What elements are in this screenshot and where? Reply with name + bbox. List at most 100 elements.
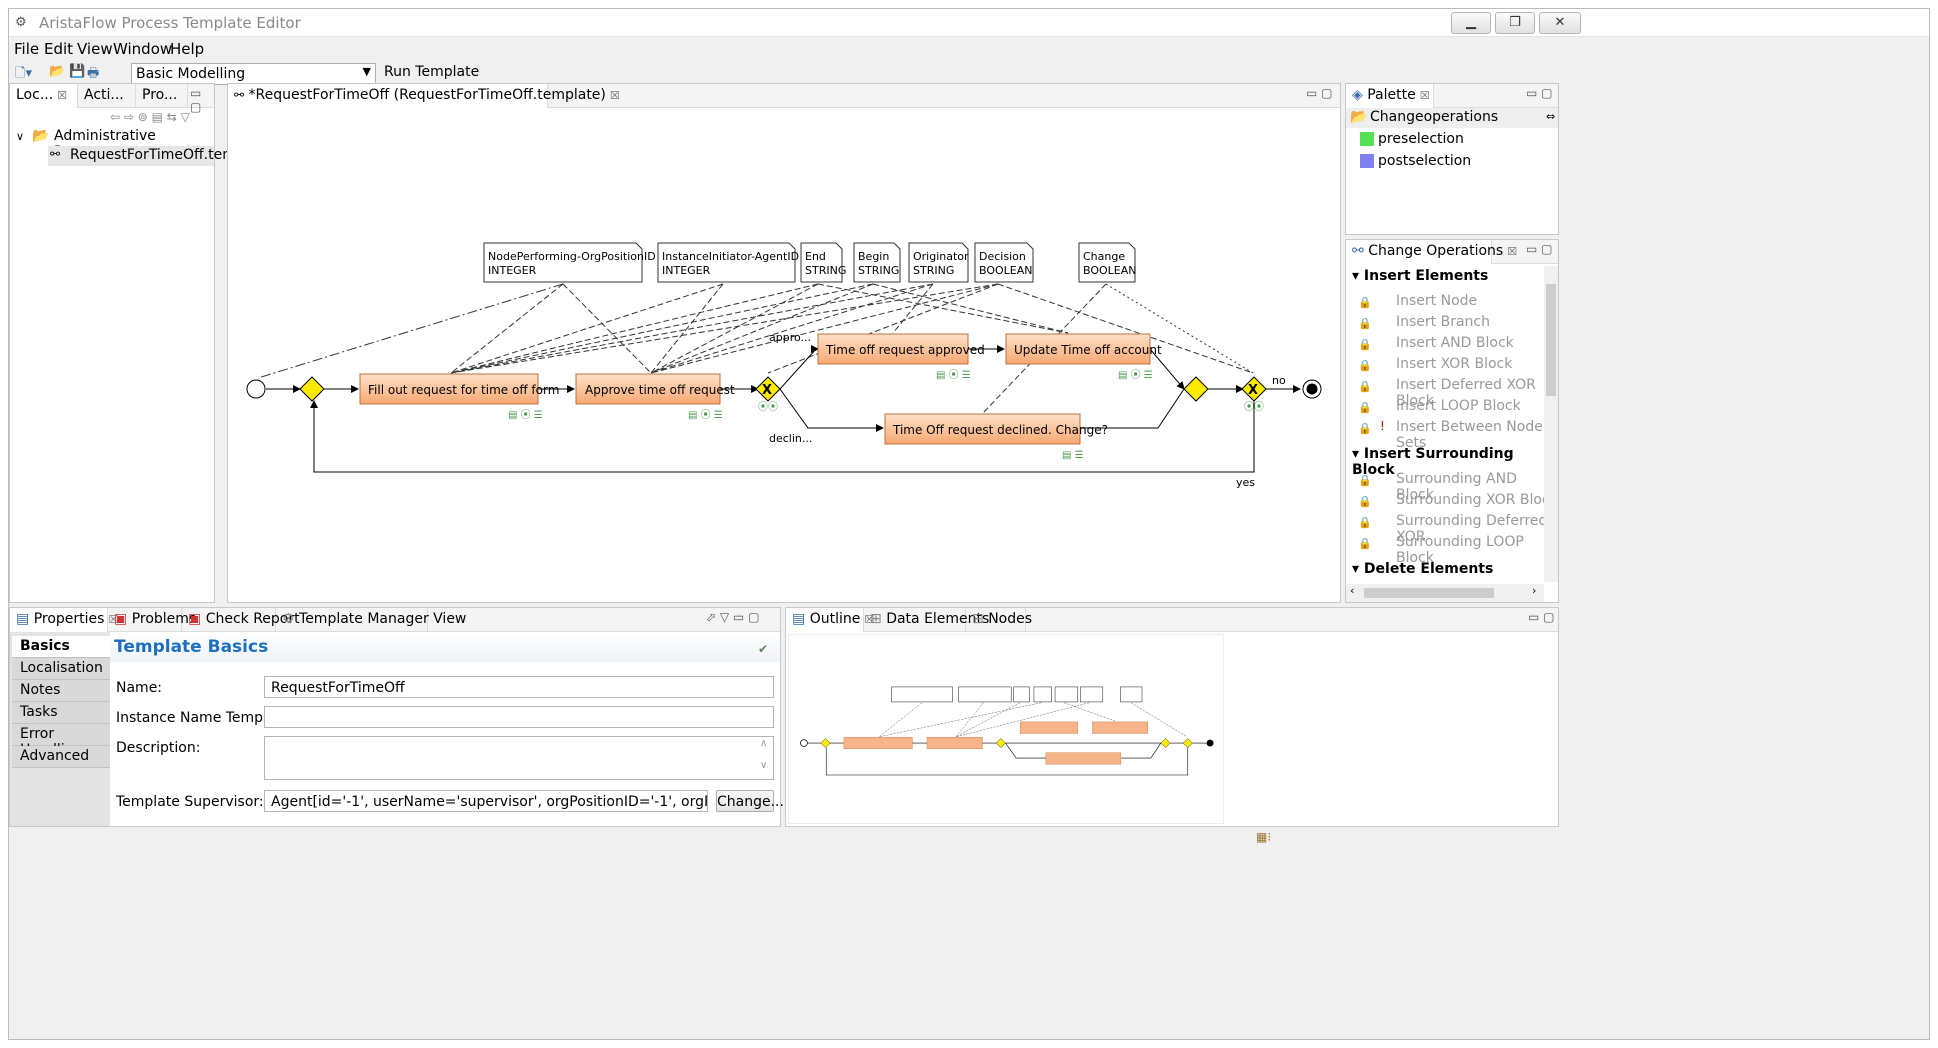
open-folder-icon[interactable]: 📂 bbox=[49, 64, 66, 79]
tree-item-selected[interactable] bbox=[48, 146, 214, 166]
tree-expander-icon[interactable]: ∨ bbox=[16, 130, 25, 143]
tab-activities[interactable]: Acti... bbox=[78, 84, 136, 108]
description-field[interactable] bbox=[264, 736, 774, 780]
tab-nodes[interactable]: ⊟ Nodes bbox=[966, 608, 1032, 632]
menu-file[interactable]: File bbox=[14, 40, 40, 58]
lock-icon: 🔒 bbox=[1358, 359, 1372, 372]
change-op-insert-deferred-xor[interactable]: Insert Deferred XOR Block bbox=[1396, 377, 1536, 409]
palette-item-preselection[interactable]: preselection bbox=[1378, 131, 1464, 147]
change-op-surrounding-loop[interactable]: Surrounding LOOP Block bbox=[1396, 534, 1524, 566]
minimize-button[interactable]: ▁ bbox=[1451, 12, 1491, 34]
change-supervisor-button[interactable]: Change... bbox=[716, 790, 784, 812]
sidetab-tasks[interactable]: Tasks bbox=[12, 702, 110, 724]
tab-outline[interactable]: ▤ Outline☒ bbox=[786, 608, 874, 632]
section-insert-surrounding[interactable]: ▾ Insert Surrounding Block bbox=[1352, 446, 1514, 478]
lock-icon: 🔒 bbox=[1358, 380, 1372, 393]
sidetab-basics[interactable]: Basics bbox=[12, 636, 110, 658]
minimize-icon[interactable]: ▭ ▢ bbox=[1526, 242, 1553, 256]
sidetab-error-handling[interactable]: Error Handling bbox=[12, 724, 110, 758]
nav-buttons[interactable]: ⇦ ⇨ ⊚ ▤ ⇆ ▽ bbox=[110, 110, 190, 124]
restore-button[interactable]: ❐ bbox=[1495, 12, 1535, 34]
tab-processes[interactable]: Pro... bbox=[136, 84, 188, 108]
close-button[interactable]: ✕ bbox=[1539, 12, 1581, 34]
tab-editor[interactable]: ⚯ *RequestForTimeOff (RequestForTimeOff.… bbox=[228, 84, 620, 108]
menu-edit[interactable]: Edit bbox=[44, 40, 74, 58]
change-op-insert-and-block[interactable]: Insert AND Block bbox=[1396, 335, 1514, 351]
change-op-surrounding-and[interactable]: Surrounding AND Block bbox=[1396, 471, 1517, 503]
sidetab-advanced[interactable]: Advanced bbox=[12, 746, 110, 768]
tab-palette[interactable]: ◈ Palette☒ bbox=[1346, 84, 1434, 108]
tab-change-operations[interactable]: ⚯ Change Operations☒ bbox=[1346, 240, 1517, 264]
xor-join-gateway[interactable] bbox=[1183, 376, 1209, 402]
menu-bar: File Edit View Window Help bbox=[9, 37, 1929, 61]
minimize-icon[interactable]: ▭ ▢ bbox=[1306, 86, 1333, 100]
postselection-swatch bbox=[1360, 154, 1374, 168]
outline-panel: ▤ Outline☒ ⊞ Data Elements ⊟ Nodes ▭ ▢ bbox=[785, 607, 1559, 827]
save-icon[interactable]: 💾 bbox=[69, 64, 86, 79]
change-op-insert-branch[interactable]: Insert Branch bbox=[1396, 314, 1490, 330]
start-node[interactable] bbox=[246, 379, 266, 399]
preselection-swatch bbox=[1360, 132, 1374, 146]
tab-data-elements[interactable]: ⊞ Data Elements bbox=[864, 608, 989, 632]
change-op-insert-loop-block[interactable]: Insert LOOP Block bbox=[1396, 398, 1521, 414]
perspective-select[interactable]: Basic Modelling▼ bbox=[131, 63, 376, 85]
change-op-surrounding-xor[interactable]: Surrounding XOR Block bbox=[1396, 492, 1558, 508]
tab-properties[interactable]: ▤ Properties☒ bbox=[10, 608, 118, 632]
palette-drawer[interactable] bbox=[1346, 108, 1558, 128]
view-menu-icons[interactable]: ⬀ ▽ ▭ ▢ bbox=[706, 610, 760, 624]
loop-end-gateway[interactable] bbox=[1241, 376, 1267, 402]
section-delete-elements[interactable]: ▾ Delete Elements bbox=[1352, 561, 1494, 577]
scroll-arrows[interactable]: ∧∨ bbox=[760, 738, 768, 771]
horizontal-scrollbar[interactable]: ‹› bbox=[1346, 584, 1544, 602]
change-op-insert-between-node-sets[interactable]: Insert Between Node Sets bbox=[1396, 419, 1543, 451]
activity-node[interactable]: Time off request approved bbox=[817, 333, 985, 365]
supervisor-field[interactable]: Agent[id='-1', userName='supervisor', or… bbox=[264, 790, 708, 812]
pin-icon[interactable]: ⇔ bbox=[1546, 110, 1556, 123]
activity-node[interactable]: Time Off request declined. Change? bbox=[884, 413, 1108, 445]
palette-item-postselection[interactable]: postselection bbox=[1378, 153, 1472, 169]
minimize-icon[interactable]: ▭ ▢ bbox=[1528, 610, 1555, 624]
change-op-insert-node[interactable]: Insert Node bbox=[1396, 293, 1478, 309]
svg-text:▤ ⦿ ☰: ▤ ⦿ ☰ bbox=[1118, 369, 1153, 381]
activity-node[interactable]: Fill out request for time off form bbox=[359, 373, 559, 405]
navigator-panel: Loc...☒ Acti... Pro... ▭ ▢ ⇦ ⇨ ⊚ ▤ ⇆ ▽ ∨… bbox=[9, 83, 271, 603]
outline-thumbnail[interactable] bbox=[788, 634, 1224, 824]
minimize-icon[interactable]: ▭ ▢ bbox=[190, 86, 202, 114]
tree-item-template[interactable]: RequestForTimeOff.template bbox=[70, 147, 272, 163]
xor-split-gateway[interactable] bbox=[755, 376, 781, 402]
change-op-insert-xor-block[interactable]: Insert XOR Block bbox=[1396, 356, 1513, 372]
tab-template-manager[interactable]: ⚙ Template Manager View bbox=[276, 608, 466, 632]
change-op-surrounding-deferred-xor[interactable]: Surrounding Deferred XOR bbox=[1396, 513, 1548, 545]
progress-icon[interactable]: ▦⁝ bbox=[1256, 830, 1272, 844]
loop-start-gateway[interactable] bbox=[299, 376, 325, 402]
activity-label: Approve time off request bbox=[585, 383, 735, 397]
check-icon[interactable]: ✔ bbox=[758, 642, 769, 656]
name-field[interactable]: RequestForTimeOff bbox=[264, 676, 774, 698]
vertical-scrollbar[interactable] bbox=[1544, 266, 1558, 582]
print-icon[interactable]: 🖶 bbox=[87, 66, 100, 81]
minimize-icon[interactable]: ▭ ▢ bbox=[1526, 86, 1553, 100]
activity-node[interactable]: Update Time off account bbox=[1005, 333, 1162, 365]
activity-node[interactable]: Approve time off request bbox=[575, 373, 735, 405]
menu-view[interactable]: View bbox=[77, 40, 113, 58]
menu-help[interactable]: Help bbox=[170, 40, 205, 58]
new-icon[interactable]: 🗋▾ bbox=[15, 66, 32, 81]
sidetab-localisation[interactable]: Localisation bbox=[12, 658, 110, 680]
instance-name-field[interactable] bbox=[264, 706, 774, 728]
tab-check-report[interactable]: ▣ Check Report bbox=[182, 608, 300, 632]
run-template-button[interactable]: Run Template bbox=[384, 64, 480, 80]
sidetab-notes[interactable]: Notes bbox=[12, 680, 110, 702]
tab-locations[interactable]: Loc...☒ bbox=[10, 84, 78, 108]
lock-icon: 🔒 bbox=[1358, 296, 1372, 309]
tab-problems[interactable]: ▣ Problems bbox=[108, 608, 196, 632]
section-insert-elements[interactable]: ▾ Insert Elements bbox=[1352, 268, 1489, 284]
menu-window[interactable]: Window bbox=[113, 40, 173, 58]
